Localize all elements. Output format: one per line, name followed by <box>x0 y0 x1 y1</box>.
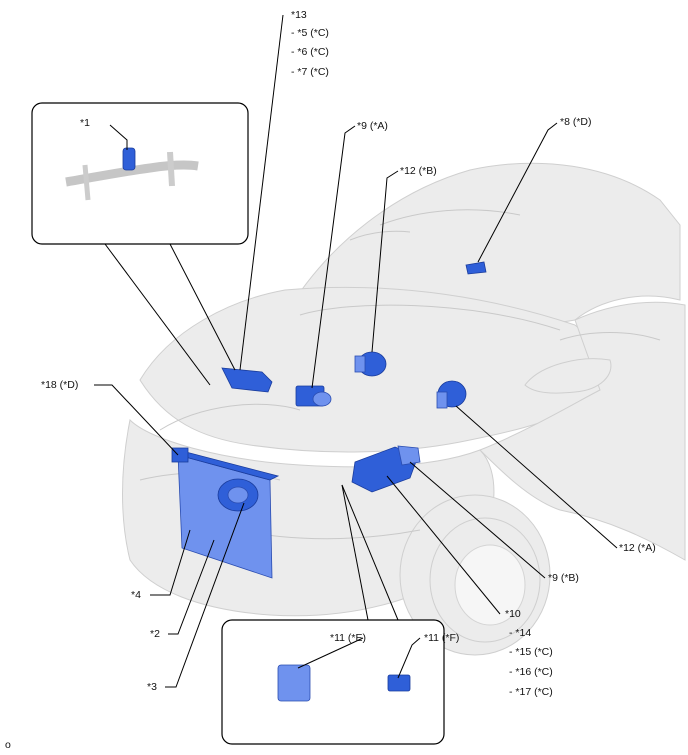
label-3: *3 <box>147 681 157 693</box>
label-group: *13 - *5 (*C) - *6 (*C) - *7 (*C) *1 *9 … <box>5 9 656 751</box>
inset-box-11 <box>221 619 445 745</box>
component-fan-motor <box>217 478 259 512</box>
label-5: - *5 (*C) <box>291 27 329 39</box>
component-9b-10 <box>351 445 421 493</box>
component-8d <box>465 261 487 275</box>
label-13: *13 <box>291 9 307 21</box>
label-1: *1 <box>80 117 90 129</box>
component-13 <box>221 367 273 393</box>
label-9b: *9 (*B) <box>548 572 579 584</box>
label-15: - *15 (*C) <box>509 646 553 658</box>
label-12b: *12 (*B) <box>400 165 437 177</box>
label-18d: *18 (*D) <box>41 379 78 391</box>
inset-11-connector-right <box>341 484 399 621</box>
label-6: - *6 (*C) <box>291 46 329 58</box>
component-9a <box>295 385 332 407</box>
label-11f: *11 (*F) <box>424 632 459 644</box>
label-10: *10 <box>505 608 521 620</box>
label-7: - *7 (*C) <box>291 66 329 78</box>
component-12b <box>354 351 387 377</box>
inset-box-1 <box>31 102 249 245</box>
inset-1-connector-right <box>169 243 236 371</box>
label-11e: *11 (*E) <box>330 632 366 644</box>
inset-11-connector-left <box>341 484 369 621</box>
label-9a: *9 (*A) <box>357 120 388 132</box>
label-2: *2 <box>150 628 160 640</box>
leader-lines <box>94 14 618 688</box>
inset-1-connector-left <box>104 243 211 386</box>
corner-mark: o <box>5 739 11 751</box>
label-8d: *8 (*D) <box>560 116 592 128</box>
label-14: - *14 <box>509 627 531 639</box>
label-17: - *17 (*C) <box>509 686 553 698</box>
label-4: *4 <box>131 589 141 601</box>
label-12a: *12 (*A) <box>619 542 656 554</box>
label-16: - *16 (*C) <box>509 666 553 678</box>
component-12a <box>436 380 467 409</box>
